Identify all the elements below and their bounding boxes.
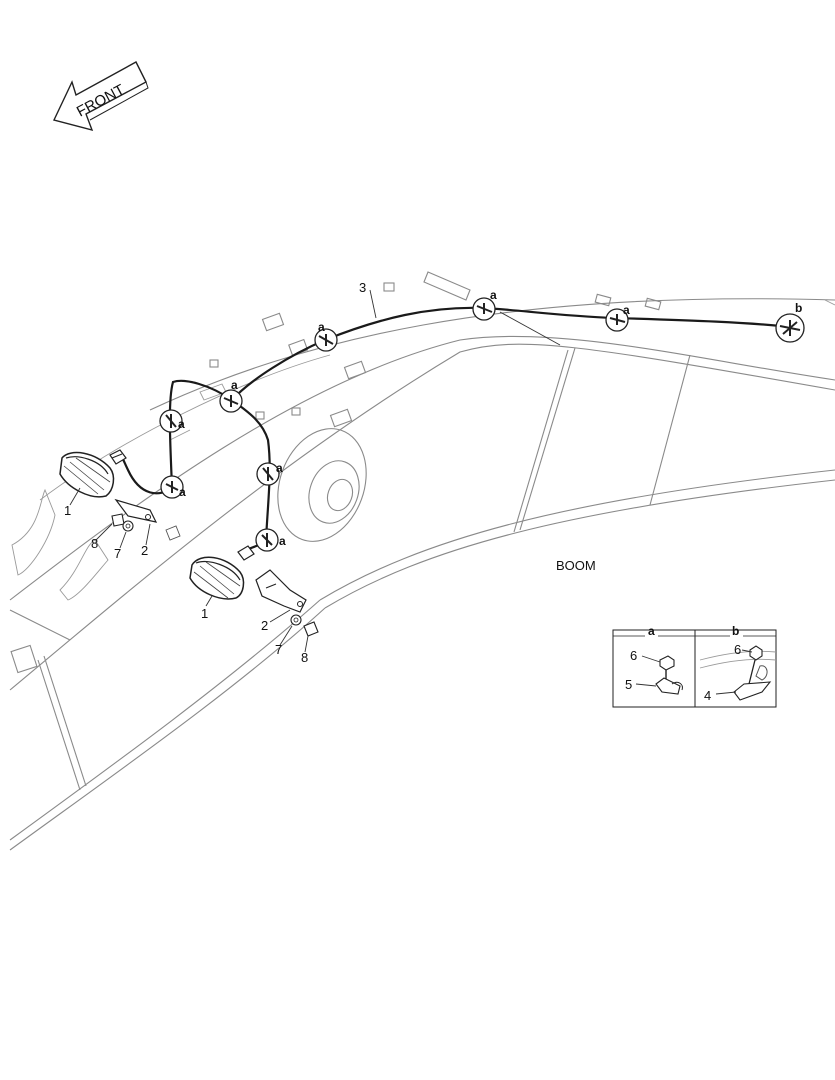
detail-a-header: a [648,624,655,638]
callout-lamp-right: 1 [201,606,208,621]
detail-a: a 6 5 [625,624,683,695]
clip-marker-a: a [472,288,497,321]
clip-marker-label: a [279,534,286,548]
clip-marker-a: a [256,461,283,486]
detail-b-bolt: 6 [734,642,741,657]
detail-b: b 6 4 [699,624,777,703]
clip-marker-a: a [219,378,243,413]
clip-marker-label: b [795,301,802,315]
work-lamp-right [189,545,319,637]
leader-lines [69,487,309,653]
callout-washer-left: 7 [114,546,121,561]
clip-marker-label: a [490,288,497,302]
boom-label: BOOM [556,558,596,573]
wiring-harness [117,289,801,552]
work-lamp-left [59,449,181,541]
clip-marker-label: a [276,461,283,475]
clip-marker-label: a [623,303,630,317]
front-arrow: FRONT [53,61,149,132]
callout-bolt-left: 8 [91,536,98,551]
callout-harness: 3 [359,280,366,295]
clip-markers: a a a a a a a [159,288,805,552]
clip-marker-a: a [605,303,630,332]
clip-marker-label: a [318,320,325,334]
clip-marker-a: a [314,320,338,352]
clip-marker-label: a [178,417,185,431]
detail-a-clip: 5 [625,677,632,692]
clip-marker-b: b [775,301,805,343]
detail-b-header: b [732,624,739,638]
callout-numbers: 1 2 7 8 1 2 7 8 3 [64,280,366,665]
detail-a-bolt: 6 [630,648,637,663]
clip-marker-a: a [255,528,286,552]
callout-washer-right: 7 [275,642,282,657]
callout-bolt-right: 8 [301,650,308,665]
callout-bracket-right: 2 [261,618,268,633]
clip-marker-label: a [179,485,186,499]
detail-b-clip: 4 [704,688,711,703]
boom-structure [9,271,835,851]
callout-bracket-left: 2 [141,543,148,558]
clip-marker-label: a [231,378,238,392]
clip-marker-a: a [160,475,186,499]
clip-marker-a: a [159,409,185,433]
detail-panel: a 6 5 b 6 4 [612,624,777,708]
callout-lamp-left: 1 [64,503,71,518]
